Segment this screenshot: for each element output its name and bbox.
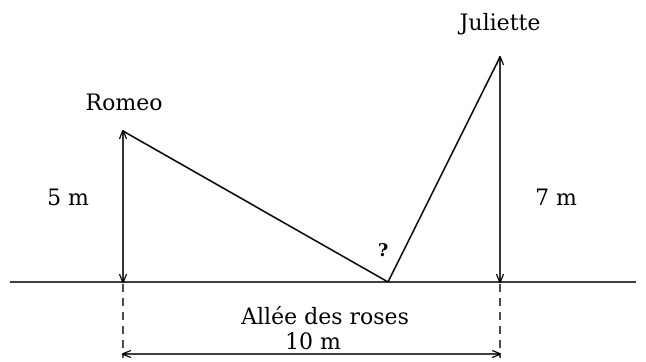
point-to-juliette-line	[387, 56, 501, 283]
romeo-label: Romeo	[86, 91, 163, 116]
alley-label: Allée des roses	[240, 305, 409, 330]
unknown-point-label: ?	[378, 240, 389, 261]
right-height-label: 7 m	[535, 186, 577, 211]
left-height-label: 5 m	[47, 186, 89, 211]
juliette-label: Juliette	[458, 11, 541, 36]
romeo-to-point-line	[122, 130, 389, 283]
distance-label: 10 m	[285, 330, 341, 355]
